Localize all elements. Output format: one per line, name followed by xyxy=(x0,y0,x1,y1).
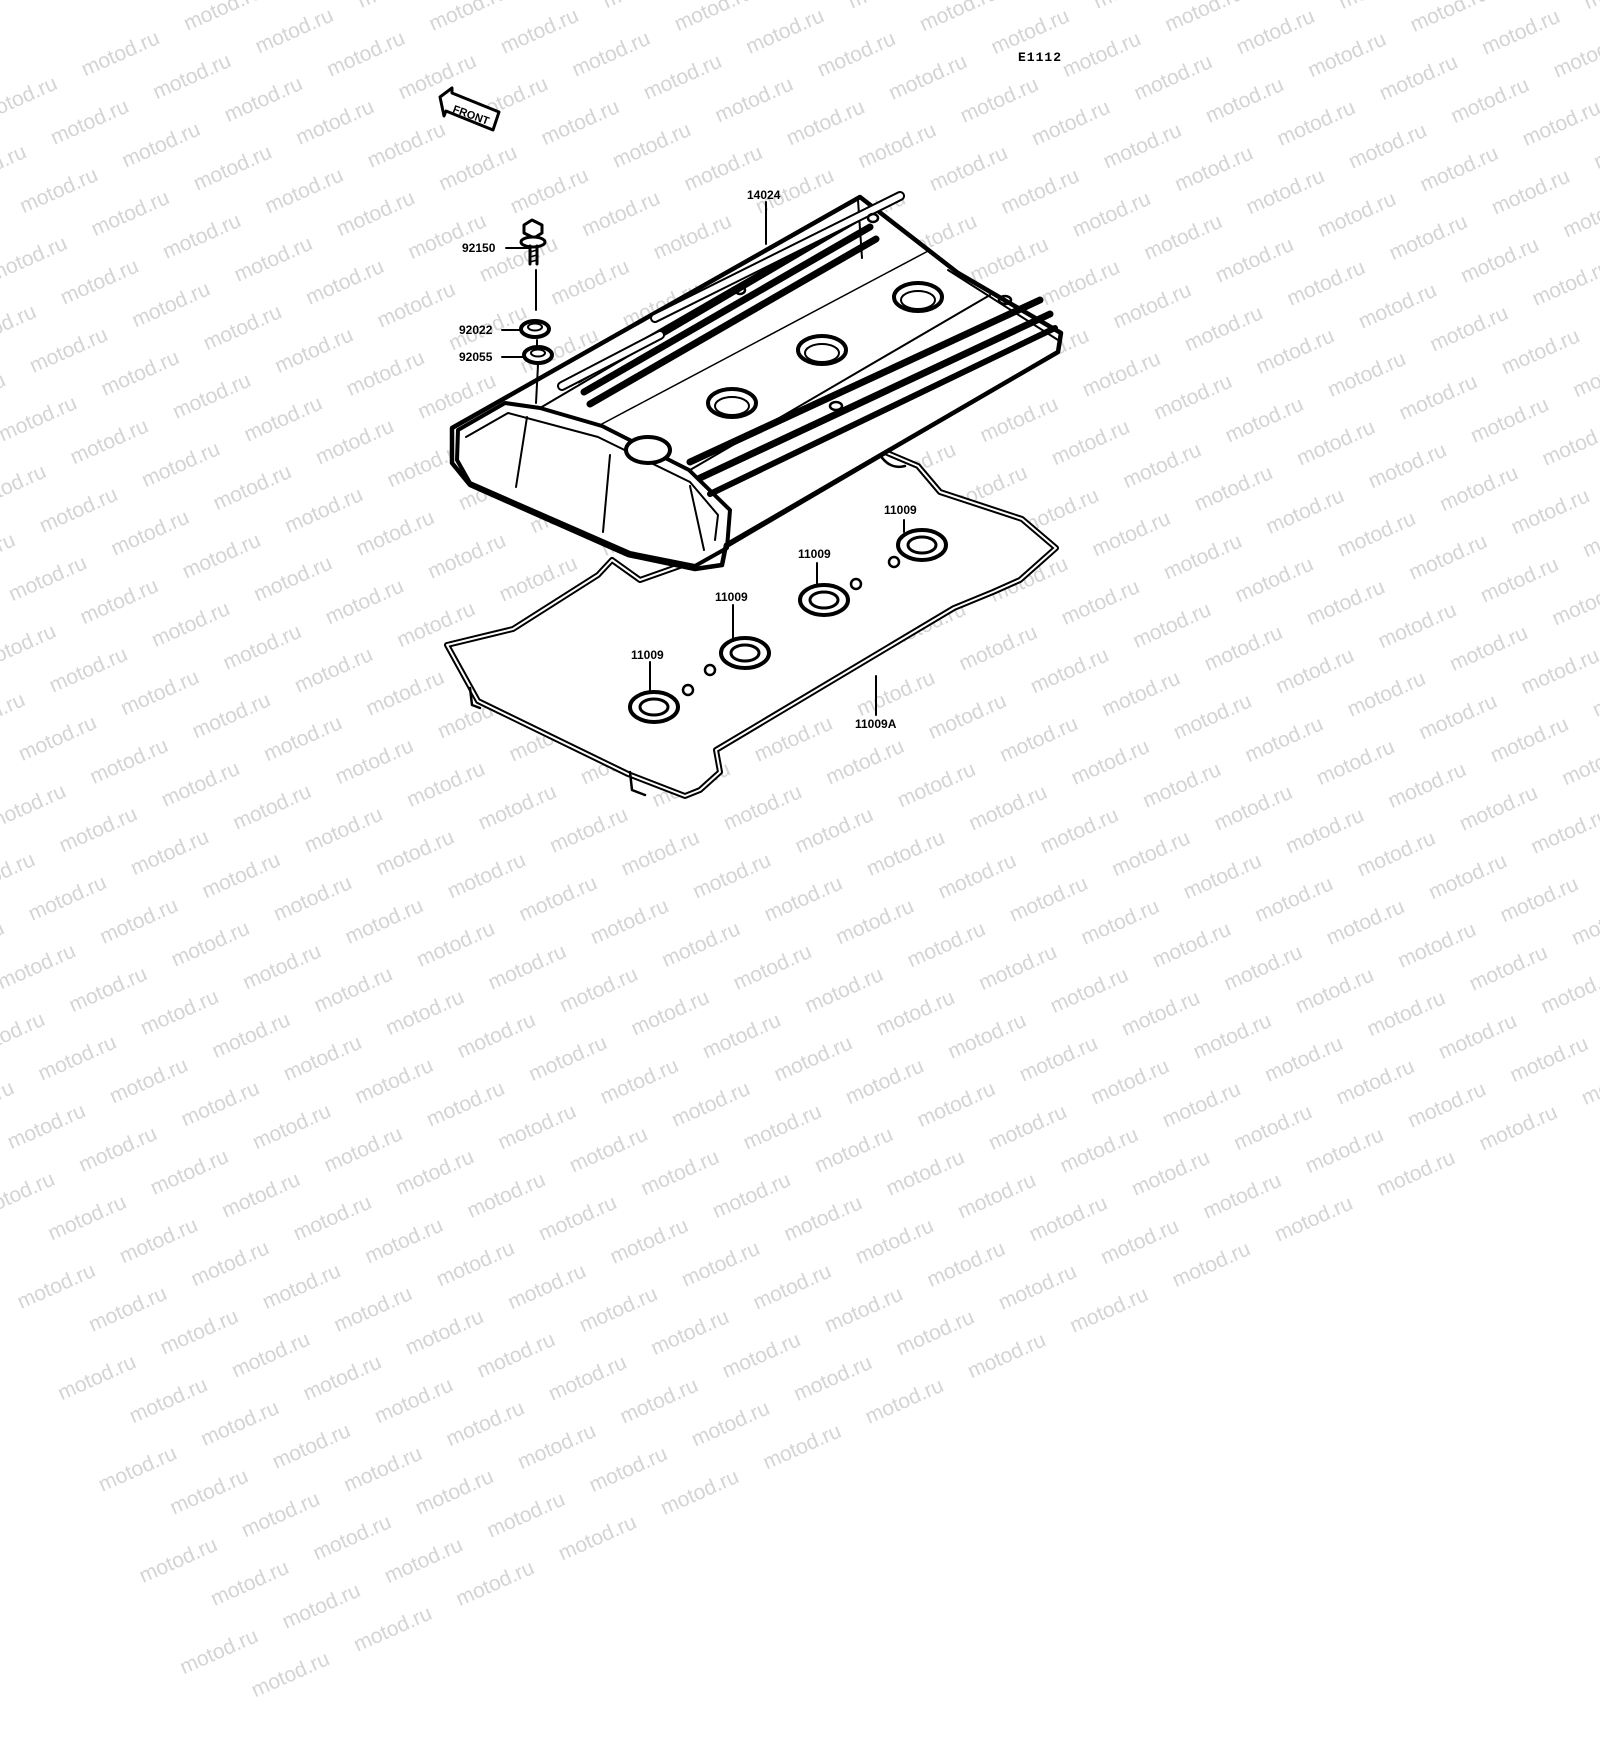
watermark-text: motod.ru xyxy=(116,1213,202,1269)
callout-plug-seal-3: 11009 xyxy=(715,590,748,604)
watermark-text: motod.ru xyxy=(268,1419,354,1474)
watermark-text: motod.ru xyxy=(411,1464,497,1520)
watermark-text: motod.ru xyxy=(585,1442,671,1497)
callout-washer: 92022 xyxy=(459,323,493,337)
plug-seal-2 xyxy=(798,577,863,617)
watermark-text: motod.ru xyxy=(13,1258,99,1314)
washer xyxy=(519,319,551,339)
watermark-text: motod.ru xyxy=(207,1555,293,1611)
callout-plug-seal-2: 11009 xyxy=(798,547,831,561)
watermark-text: motod.ru xyxy=(340,1441,426,1497)
watermark-text: motod.ru xyxy=(278,1578,364,1634)
watermark-text: motod.ru xyxy=(371,1373,457,1429)
watermark-text: motod.ru xyxy=(350,1601,436,1657)
watermark-text: motod.ru xyxy=(504,1259,590,1315)
leader-lines xyxy=(501,201,905,716)
watermark-text: motod.ru xyxy=(892,1305,978,1361)
callout-gasket: 11009A xyxy=(855,717,897,731)
watermark-text: motod.ru xyxy=(259,1259,345,1314)
watermark-text: motod.ru xyxy=(176,1624,262,1680)
watermark-text: motod.ru xyxy=(473,1327,559,1383)
watermark-text: motod.ru xyxy=(964,1328,1050,1384)
watermark-text: motod.ru xyxy=(790,1351,876,1406)
watermark-text: motod.ru xyxy=(432,1236,518,1292)
plug-seal-4 xyxy=(628,683,695,724)
bolt-axis-line xyxy=(535,269,539,404)
watermark-text: motod.ru xyxy=(247,1647,334,1703)
watermark-text: motod.ru xyxy=(678,1236,764,1292)
watermark-text: motod.ru xyxy=(616,1373,702,1429)
watermark-text: motod.ru xyxy=(156,1304,242,1360)
callout-grommet: 92055 xyxy=(459,350,493,364)
watermark-text: motod.ru xyxy=(852,1214,938,1269)
watermark-text: motod.ru xyxy=(85,1281,171,1337)
watermark-text: motod.ru xyxy=(514,1419,600,1474)
watermark-text: motod.ru xyxy=(657,1465,743,1520)
front-arrow-icon: FRONT xyxy=(438,86,501,132)
callout-cover: 14024 xyxy=(747,188,781,202)
watermark-text: motod.ru xyxy=(688,1396,774,1452)
plug-seal-3 xyxy=(703,636,771,677)
watermark-text: motod.ru xyxy=(238,1487,324,1543)
watermark-text: motod.ru xyxy=(135,1533,221,1588)
watermark-text: motod.ru xyxy=(442,1396,528,1452)
watermark-text: motod.ru xyxy=(821,1282,907,1338)
watermark-text: motod.ru xyxy=(923,1237,1009,1292)
watermark-text: motod.ru xyxy=(554,1510,640,1566)
watermark-text: motod.ru xyxy=(187,1236,273,1292)
watermark-text: motod.ru xyxy=(1066,1282,1152,1338)
diagram-code: E1112 xyxy=(1018,50,1063,65)
watermark-text: motod.ru xyxy=(381,1533,467,1588)
callout-plug-seal-4: 11009 xyxy=(631,648,664,662)
watermark-text: motod.ru xyxy=(166,1464,252,1520)
watermark-text: motod.ru xyxy=(330,1282,416,1337)
watermark-text: motod.ru xyxy=(452,1556,538,1611)
head-cover xyxy=(449,191,1064,572)
callout-bolt: 92150 xyxy=(462,241,496,255)
watermark-text: motod.ru xyxy=(299,1350,385,1406)
callout-plug-seal-1: 11009 xyxy=(884,503,917,517)
watermark-text: motod.ru xyxy=(228,1327,314,1383)
watermark-text: motod.ru xyxy=(54,1350,140,1406)
watermark-text: motod.ru xyxy=(749,1259,835,1315)
grommet xyxy=(522,345,554,365)
bolt xyxy=(519,218,547,266)
watermark-text: motod.ru xyxy=(575,1282,661,1338)
watermark-text: motod.ru xyxy=(1168,1237,1254,1293)
parts-diagram: FRONT xyxy=(438,86,1064,799)
watermark-text: motod.ru xyxy=(759,1419,845,1475)
plug-seal-1 xyxy=(887,528,948,569)
watermark-text: motod.ru xyxy=(606,1213,692,1269)
watermark-text: motod.ru xyxy=(483,1487,569,1543)
watermark-text: motod.ru xyxy=(718,1328,804,1383)
watermark-text: motod.ru xyxy=(361,1213,447,1269)
watermark-text: motod.ru xyxy=(125,1373,211,1428)
watermark-text: motod.ru xyxy=(309,1510,395,1566)
watermark-text: motod.ru xyxy=(95,1441,181,1497)
watermark-text: motod.ru xyxy=(197,1396,283,1451)
watermark-text: motod.ru xyxy=(545,1350,631,1406)
watermark-text: motod.ru xyxy=(402,1305,488,1360)
watermark-text: motod.ru xyxy=(994,1259,1081,1315)
watermark-text: motod.ru xyxy=(861,1373,947,1429)
watermark-text: motod.ru xyxy=(647,1305,733,1360)
watermark-text: motod.ru xyxy=(1097,1214,1183,1270)
